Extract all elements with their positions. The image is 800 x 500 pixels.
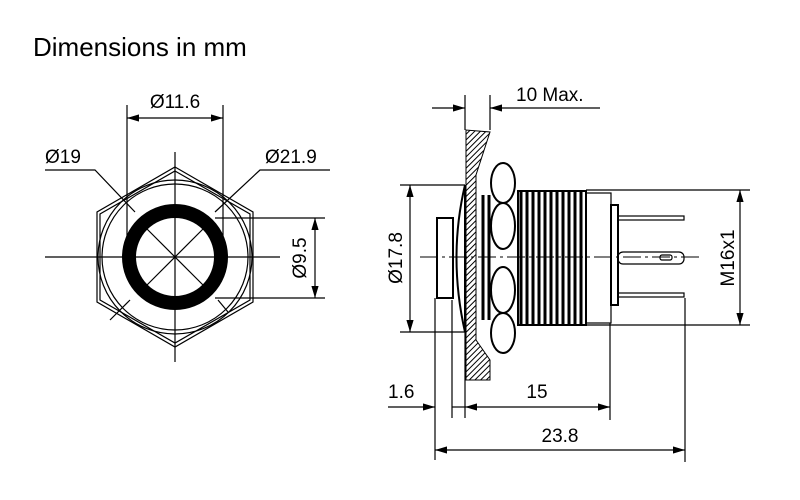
front-view: Ø11.6 Ø19 Ø21.9 Ø9.5 — [45, 92, 330, 362]
mounting-panel — [465, 129, 491, 381]
dim-thread-label: M16x1 — [718, 229, 739, 286]
dim-outer-label: Ø21.9 — [265, 147, 317, 168]
switch-body — [585, 192, 612, 324]
dim-bezel-label: Ø17.8 — [386, 232, 407, 284]
button-cap — [436, 217, 454, 299]
diagram-title: Dimensions in mm — [33, 32, 247, 62]
dim-panel-label: 10 Max. — [516, 85, 584, 106]
side-view: 10 Max. Ø17.8 M16x1 1.6 15 23.8 — [386, 85, 750, 462]
thread — [481, 190, 587, 326]
dim-inner-label: Ø19 — [45, 147, 81, 168]
dim-lens-label: Ø9.5 — [290, 237, 311, 278]
dim-total-label: 23.8 — [542, 426, 579, 447]
nut — [490, 162, 516, 354]
bezel — [455, 184, 466, 333]
dim-body-label: 15 — [526, 382, 547, 403]
dim-ring-label: Ø11.6 — [150, 92, 200, 113]
terminal-pins — [617, 215, 685, 298]
dim-cap-label: 1.6 — [388, 382, 414, 403]
switch-base — [610, 204, 619, 306]
